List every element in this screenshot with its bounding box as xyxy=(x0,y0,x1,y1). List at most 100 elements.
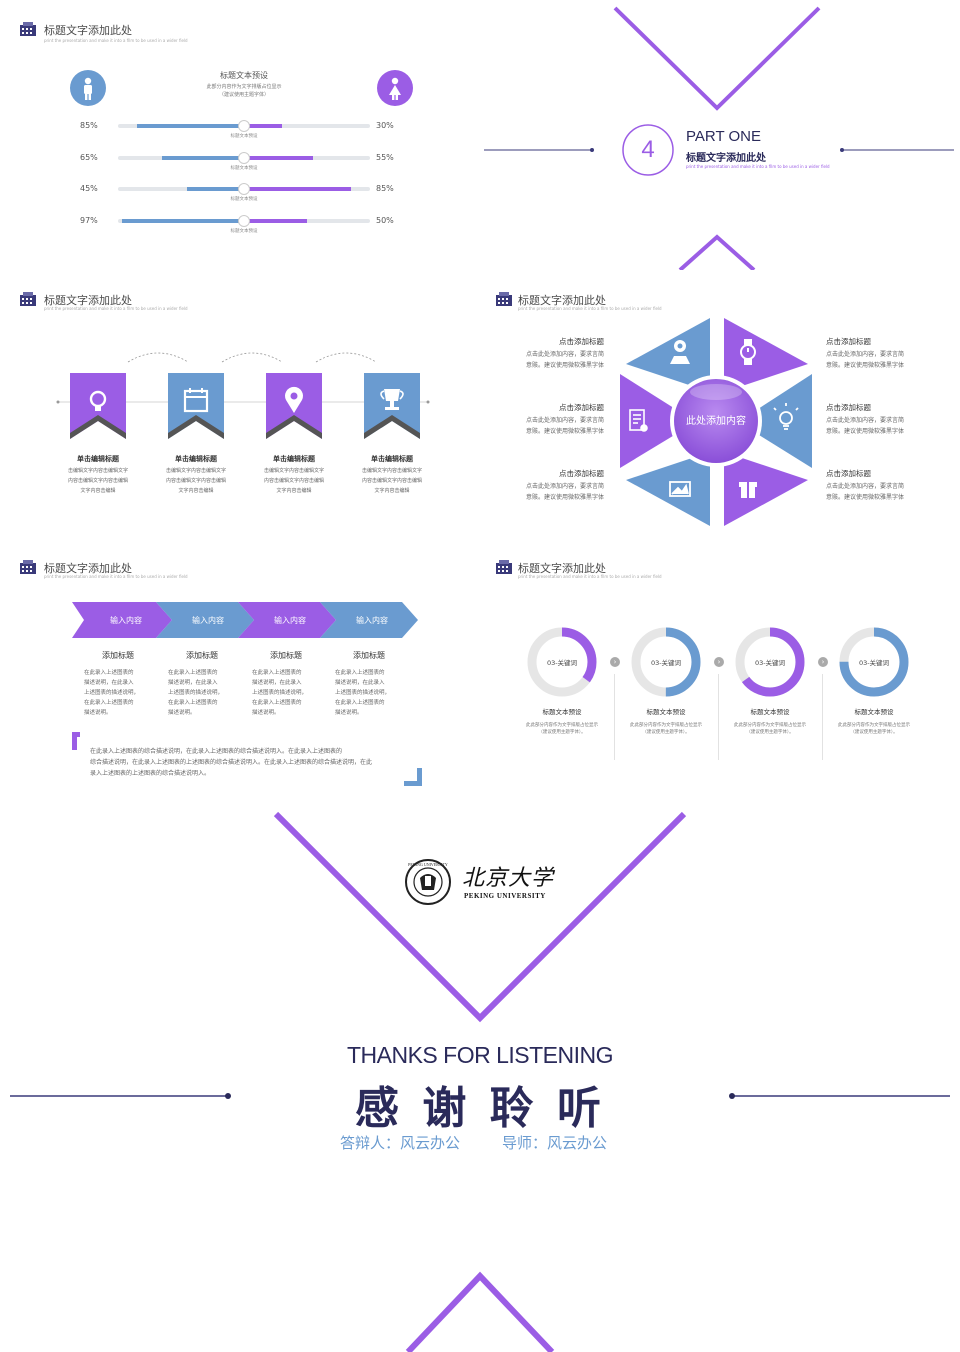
hex-left-desc-line: 意赅。建议使用微软雅黑字体 xyxy=(525,362,604,369)
column-desc-line: 描述说明，在此录入 xyxy=(84,680,134,686)
slide-subtitle: print the presentation and make it into … xyxy=(44,38,188,43)
hex-segment-right xyxy=(738,374,812,468)
slide-section-divider: 4 PART ONE 标题文字添加此处 print the presentati… xyxy=(480,0,960,270)
ribbon-title: 单击编辑标题 xyxy=(77,455,119,463)
ribbon-desc-line: 击编辑文字内容击编辑文字 xyxy=(67,468,128,474)
keyword-ring xyxy=(834,622,914,702)
male-bar xyxy=(187,187,244,191)
hex-right-desc-line: 意赅。建议使用微软雅黑字体 xyxy=(826,428,905,435)
section-part: PART ONE xyxy=(686,128,762,145)
column-desc-line: 上述图表的描述说明， xyxy=(335,690,391,696)
hex-right-desc-line: 意赅。建议使用微软雅黑字体 xyxy=(826,494,905,501)
column-desc-line: 上述图表的描述说明， xyxy=(252,690,308,696)
ribbon-step xyxy=(266,373,322,439)
right-percent: 30% xyxy=(376,121,394,130)
hex-right-title: 点击添加标题 xyxy=(826,403,871,412)
female-bar xyxy=(244,124,282,128)
slide-gender-comparison: 标题文字添加此处 print the presentation and make… xyxy=(0,0,480,270)
column-title: 添加标题 xyxy=(102,651,134,660)
hex-left-desc-line: 意赅。建议使用微软雅黑字体 xyxy=(525,428,604,435)
slide-donut-rings: 标题文字添加此处 print the presentation and make… xyxy=(480,540,960,810)
process-arrow-4 xyxy=(320,602,418,638)
ribbon-step xyxy=(168,373,224,439)
hex-right-desc-line: 点击此处添加内容，要求言简 xyxy=(826,351,905,358)
building-icon xyxy=(20,292,36,306)
bar-center-knob xyxy=(238,152,250,164)
bar-center-knob xyxy=(238,120,250,132)
right-percent: 50% xyxy=(376,216,394,225)
quote-line-2: 综合描述说明，在此录入上述图表的上述图表的综合描述说明入。在此录入上述图表的综合… xyxy=(90,759,373,766)
ribbon-desc-line: 击编辑文字内容击编辑文字 xyxy=(165,468,226,474)
male-badge xyxy=(70,70,106,106)
ribbon-desc-line: 文字内容击编辑 xyxy=(178,488,214,494)
hex-right-desc-line: 点击此处添加内容，要求言简 xyxy=(826,483,905,490)
slide-hexagon: 标题文字添加此处 print the presentation and make… xyxy=(480,270,960,540)
keyword-ring xyxy=(522,622,602,702)
keyword-ring xyxy=(626,622,706,702)
process-arrow-1 xyxy=(72,602,172,638)
arrow-label: 输入内容 xyxy=(274,616,306,625)
ring-desc-line: 此此部分内容作为文字排版占位显示 xyxy=(838,723,910,728)
compare-desc-2: （建议使用主题字体） xyxy=(218,92,269,98)
bar-caption: 标题文本预设 xyxy=(230,229,258,234)
ring-desc-line: （建议使用主题字体）。 xyxy=(850,730,898,735)
right-percent: 55% xyxy=(376,153,394,162)
right-percent: 85% xyxy=(376,184,394,193)
slide-subtitle: print the presentation and make it into … xyxy=(518,306,662,311)
defender-name: 答辩人：风云办公 xyxy=(340,1134,461,1152)
ring-divider xyxy=(718,674,719,760)
hex-left-desc-line: 点击此处添加内容，要求言简 xyxy=(525,483,604,490)
bar-caption: 标题文本预设 xyxy=(230,166,258,171)
ring-progress xyxy=(527,627,597,697)
ring-desc-line: （建议使用主题字体）。 xyxy=(538,730,586,735)
location-person-icon xyxy=(670,340,690,364)
compare-desc-1: 此部分内容作为文字排版占位显示 xyxy=(206,84,282,90)
ring-title: 标题文本预设 xyxy=(854,708,894,716)
column-desc-line: 描述说明，在此录入 xyxy=(252,680,302,686)
hex-right-desc-line: 点击此处添加内容，要求言简 xyxy=(826,417,905,424)
hex-left-title: 点击添加标题 xyxy=(559,403,604,412)
column-desc-line: 描述说明，在此录入 xyxy=(168,680,218,686)
bar-center-knob xyxy=(238,215,250,227)
quote-line-1: 在此录入上述图表的综合描述说明，在此录入上述图表的综合描述说明入。在此录入上述图… xyxy=(90,748,343,755)
ribbon-banner xyxy=(364,373,420,439)
trophy-icon xyxy=(380,389,404,410)
university-logo-en: PEKING UNIVERSITY xyxy=(464,892,546,900)
slide-title: 标题文字添加此处 xyxy=(44,294,132,307)
arrow-label: 输入内容 xyxy=(356,616,388,625)
hex-segment-top-right xyxy=(724,318,808,392)
column-desc-line: 在此录入上述图表的 xyxy=(252,670,302,676)
male-bar xyxy=(162,156,244,160)
keyword-ring xyxy=(730,622,810,702)
hex-segment-left xyxy=(620,374,696,468)
female-bar xyxy=(244,187,351,191)
university-logo-cn: 北京大学 xyxy=(462,866,555,891)
ring-progress xyxy=(631,627,701,697)
column-desc-line: 描述说明。 xyxy=(335,710,363,716)
ribbon-banner xyxy=(168,373,224,439)
ribbon-desc-line: 文字内容击编辑 xyxy=(374,488,410,494)
male-bar xyxy=(137,124,244,128)
ring-title: 标题文本预设 xyxy=(646,708,686,716)
hex-right-desc-line: 意赅。建议使用微软雅黑字体 xyxy=(826,362,905,369)
hex-segment-top-left xyxy=(626,318,710,392)
column-desc-line: 在此录入上述图表的 xyxy=(252,700,302,706)
ribbon-desc-line: 内容击编辑文字内容击编辑 xyxy=(165,478,226,484)
ribbon-title: 单击编辑标题 xyxy=(175,455,217,463)
lightbulb-icon xyxy=(89,390,107,411)
slide-title: 标题文字添加此处 xyxy=(518,294,606,307)
slide-ribbon-steps: 标题文字添加此处 print the presentation and make… xyxy=(0,270,480,540)
university-seal: PEKING UNIVERSITY xyxy=(405,859,451,905)
slide-subtitle: print the presentation and make it into … xyxy=(44,574,188,579)
image-card-icon xyxy=(669,481,691,497)
hex-segment-bottom-right xyxy=(724,452,808,526)
left-percent: 97% xyxy=(80,216,98,225)
quote-corner-top-left xyxy=(72,732,80,750)
quote-corner-bottom-right xyxy=(404,768,422,786)
chevron-right-icon: › xyxy=(610,657,620,667)
bar-center-knob xyxy=(238,183,250,195)
location-pin-icon xyxy=(285,386,303,413)
left-percent: 65% xyxy=(80,153,98,162)
ring-label: 03-关键词 xyxy=(546,659,578,667)
ring-desc-line: 此此部分内容作为文字排版占位显示 xyxy=(526,723,598,728)
